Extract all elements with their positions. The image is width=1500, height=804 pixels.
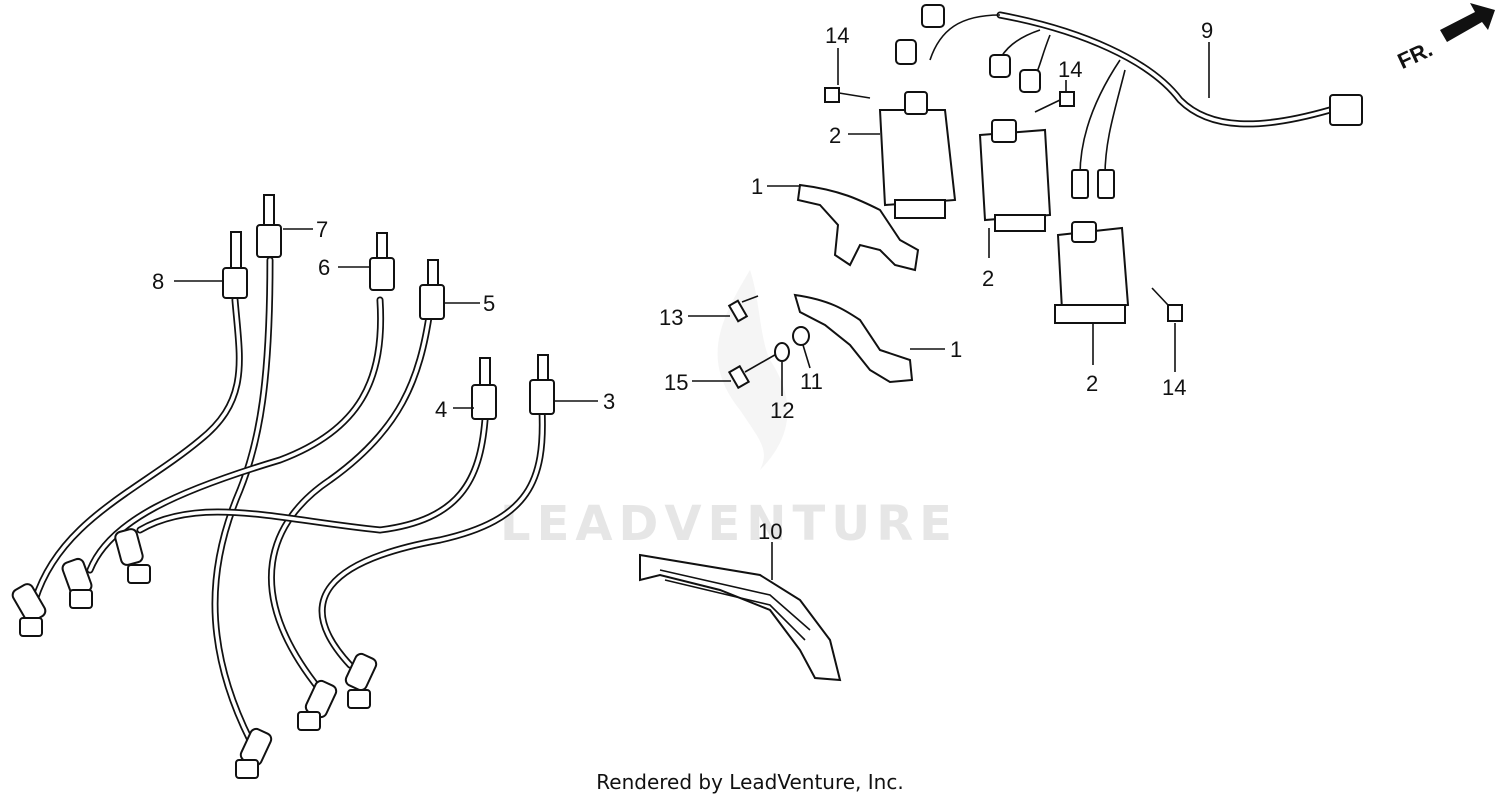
- front-direction-label: FR.: [1394, 36, 1437, 74]
- callout-7: 7: [316, 217, 328, 242]
- callout-11: 11: [800, 369, 823, 394]
- bolt-13: [727, 295, 759, 323]
- leader-lines: [174, 42, 1210, 580]
- plug-cap-c: [114, 528, 151, 584]
- callout-8: 8: [152, 269, 164, 294]
- spark-plug-cables: [11, 194, 555, 779]
- callout-2-top: 2: [829, 123, 841, 148]
- watermark-logo: [717, 270, 788, 470]
- callout-1-top: 1: [751, 174, 763, 199]
- cable-5-terminal: [419, 259, 445, 320]
- front-direction-arrow: [1440, 3, 1495, 42]
- cable-4-terminal: [471, 357, 497, 420]
- ignition-coil-top: [878, 91, 957, 219]
- cable-7-terminal: [256, 194, 282, 258]
- callout-6: 6: [318, 255, 330, 280]
- washer-12: [774, 342, 790, 362]
- callout-14-middle: 14: [1058, 57, 1082, 82]
- cap-holder-top: [796, 183, 920, 272]
- callout-5: 5: [483, 291, 495, 316]
- callout-9: 9: [1201, 18, 1213, 43]
- bolt-15: [727, 351, 781, 390]
- callout-12: 12: [770, 398, 794, 423]
- cable-6-terminal: [369, 232, 395, 291]
- bolt-14-top: [824, 87, 871, 103]
- plug-cap-e: [297, 679, 338, 731]
- bolt-14-middle: [1034, 91, 1075, 113]
- callout-1-bottom: 1: [950, 337, 962, 362]
- cable-holder: [639, 553, 842, 682]
- plug-cap-b: [61, 557, 93, 609]
- plug-cap-d: [235, 727, 273, 779]
- callout-15: 15: [664, 370, 688, 395]
- callout-14-top: 14: [825, 23, 849, 48]
- callout-14-right: 14: [1162, 375, 1186, 400]
- bolt-14-right: [1151, 287, 1183, 322]
- plug-cap-f: [344, 652, 378, 709]
- callouts: 8 7 6 5 4 3 1 2 2 2 1 13 15 12 11 14 14 …: [152, 18, 1213, 544]
- callout-4: 4: [435, 397, 447, 422]
- ignition-coil-right: [1054, 221, 1130, 324]
- cap-holder-bottom: [793, 293, 914, 384]
- callout-13: 13: [659, 305, 683, 330]
- collar-11: [792, 326, 810, 346]
- ignition-coil-middle: [978, 119, 1052, 232]
- footer-credit: Rendered by LeadVenture, Inc.: [596, 770, 904, 794]
- wire-harness: [895, 4, 1363, 199]
- callout-2-right: 2: [1086, 371, 1098, 396]
- cable-3-terminal: [529, 354, 555, 415]
- plug-cap-a: [11, 583, 47, 637]
- callout-3: 3: [603, 389, 615, 414]
- cable-8-terminal: [222, 231, 248, 299]
- watermark-text: LEADVENTURE: [500, 496, 958, 552]
- callout-2-middle: 2: [982, 266, 994, 291]
- callout-10: 10: [758, 519, 782, 544]
